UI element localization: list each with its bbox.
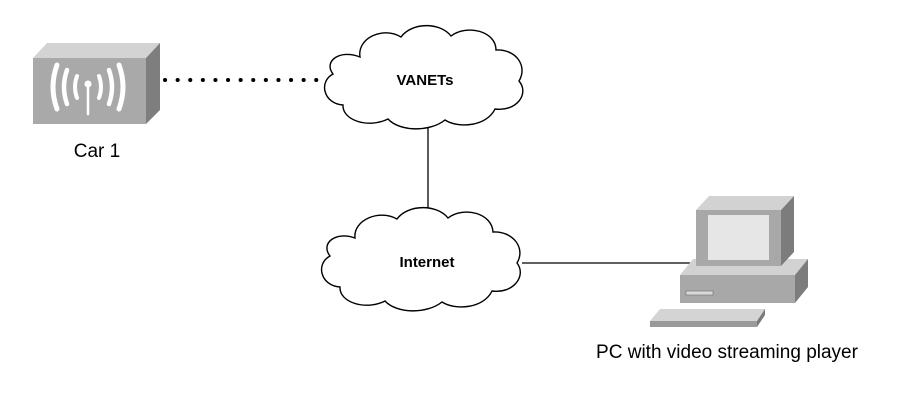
keyboard [650,309,765,327]
monitor-screen [708,215,769,260]
vanets-cloud: VANETs [323,25,524,130]
car-device-front [33,58,146,124]
internet-label: Internet [399,254,454,271]
cloud-icon [323,25,524,130]
disk-drive-slot [685,290,714,296]
vanets-label: VANETs [397,72,454,89]
car-1-device [33,43,160,124]
cloud-icon [320,207,521,312]
car-device-side [146,43,160,124]
pc-device [650,196,808,327]
pc-label: PC with video streaming player [596,342,859,363]
car-1-label: Car 1 [74,141,120,162]
car-device-top [33,43,160,58]
wireless-access-point-icon [50,62,126,116]
desktop-computer-icon [696,196,794,266]
internet-cloud: Internet [320,207,521,312]
